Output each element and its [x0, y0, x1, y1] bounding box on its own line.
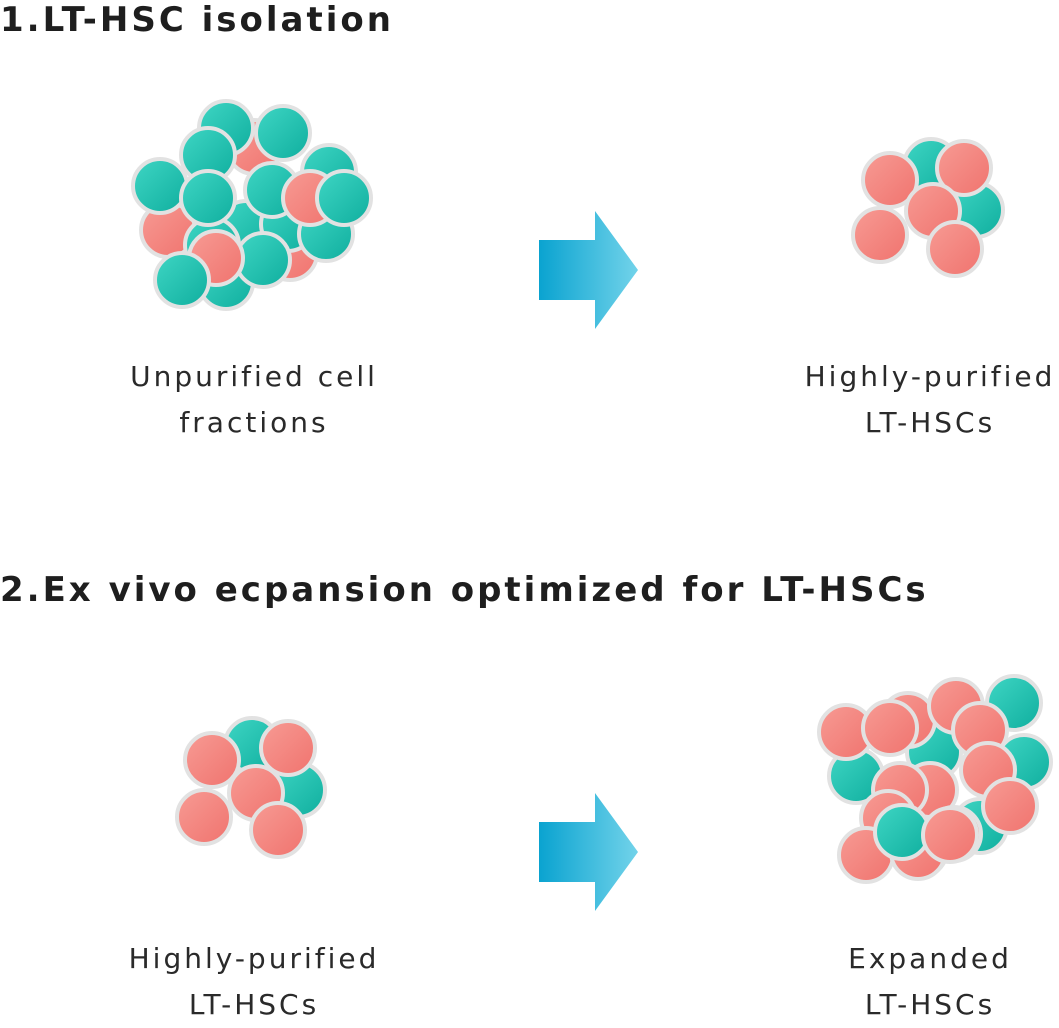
cell-icon — [249, 801, 307, 859]
purified-input-cell-cluster — [175, 716, 327, 859]
right-arrow-icon — [539, 211, 638, 329]
cell-icon — [861, 151, 919, 209]
caption-line: LT-HSCs — [864, 988, 996, 1021]
highly-purified-lt-hscs-label: Highly-purified LT-HSCs — [780, 354, 1059, 446]
highly-purified-lt-hscs-input-label: Highly-purified LT-HSCs — [94, 936, 414, 1028]
caption-line: Highly-purified — [128, 942, 380, 975]
cell-icon — [259, 719, 317, 777]
cell-icon — [921, 806, 979, 864]
caption-line: LT-HSCs — [188, 988, 320, 1021]
expanded-cell-cluster — [817, 674, 1053, 884]
section-1-title: 1.LT-HSC isolation — [0, 0, 394, 40]
cell-icon — [179, 169, 237, 227]
cell-icon — [981, 777, 1039, 835]
unpurified-cell-fractions-label: Unpurified cell fractions — [94, 354, 414, 446]
caption-line: Expanded — [848, 942, 1012, 975]
purified-cell-cluster — [851, 137, 1005, 278]
cell-icon — [861, 699, 919, 757]
cell-icon — [175, 788, 233, 846]
expanded-lt-hscs-label: Expanded LT-HSCs — [780, 936, 1059, 1028]
cell-icon — [926, 220, 984, 278]
caption-line: LT-HSCs — [864, 406, 996, 439]
unpurified-cell-cluster — [131, 99, 373, 311]
caption-line: fractions — [179, 406, 329, 439]
caption-line: Unpurified cell — [130, 360, 378, 393]
cell-icon — [183, 731, 241, 789]
cell-icon — [935, 139, 993, 197]
cell-icon — [873, 803, 931, 861]
caption-line: Highly-purified — [804, 360, 1056, 393]
section-2-title: 2.Ex vivo ecpansion optimized for LT-HSC… — [0, 570, 929, 610]
cell-icon — [851, 206, 909, 264]
cell-icon — [131, 157, 189, 215]
cell-icon — [315, 169, 373, 227]
cell-icon — [254, 104, 312, 162]
right-arrow-icon — [539, 793, 638, 911]
cell-icon — [153, 251, 211, 309]
